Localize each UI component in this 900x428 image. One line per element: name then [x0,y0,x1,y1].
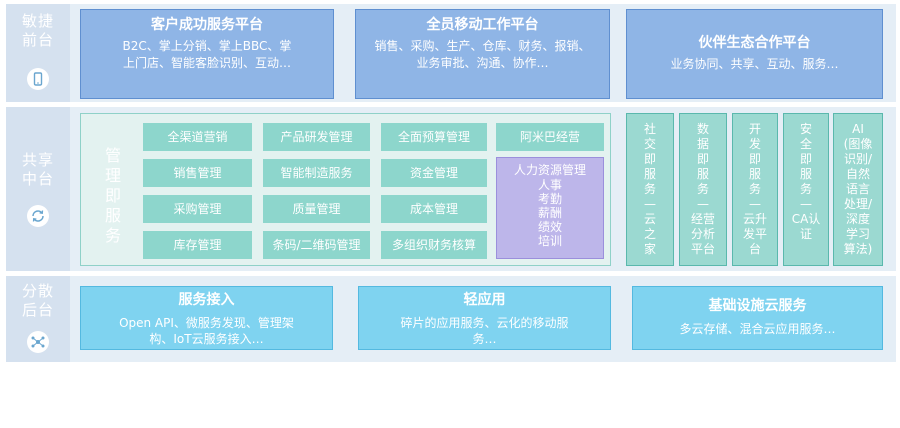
refresh-cycle-icon [27,205,49,227]
infrastructure-cloud-card: 基础设施云服务 多云存储、混合云应用服务… [632,286,883,350]
ai-column: AI (图像 识别/ 自然 语言 处理/ 深度 学习 算法) [833,113,883,266]
hr-item: 薪酬 [537,206,562,220]
middle-row-label-panel: 共享 中台 [6,107,70,271]
card-desc: Open API、微服务发现、管理架 构、IoT云服务接入… [119,316,294,346]
front-row-label: 敏捷 前台 [21,12,54,49]
social-as-service-column: 社 交 即 服 务 — 云 之 家 [626,113,674,266]
grid-cell-budget: 全面预算管理 [381,123,487,151]
grid-cell-purchasing: 采购管理 [143,195,252,223]
mobile-work-platform-card: 全员移动工作平台 销售、采购、生产、仓库、财务、报销、 业务审批、沟通、协作… [355,9,610,99]
front-row-label-panel: 敏捷 前台 [6,4,70,102]
grid-cell-cost: 成本管理 [381,195,487,223]
grid-cell-barcode: 条码/二维码管理 [263,231,370,259]
customer-success-platform-card: 客户成功服务平台 B2C、掌上分销、掌上BBC、掌 上门店、智能客脸识别、互动… [80,9,334,99]
grid-cell-quality: 质量管理 [263,195,370,223]
grid-cell-omnichannel-marketing: 全渠道营销 [143,123,252,151]
card-desc: 碎片的应用服务、云化的移动服 务… [400,316,569,346]
light-app-card: 轻应用 碎片的应用服务、云化的移动服 务… [358,286,611,350]
management-as-service-title: 管 理 即 服 务 [104,146,121,245]
card-title: 全员移动工作平台 [426,17,539,33]
card-title: 客户成功服务平台 [151,17,263,33]
card-desc: 多云存储、混合云应用服务… [679,322,836,336]
grid-cell-smart-manufacturing: 智能制造服务 [263,159,370,187]
grid-cell-inventory: 库存管理 [143,231,252,259]
hr-item: 培训 [537,234,562,248]
back-row-label: 分散 后台 [21,282,54,319]
card-title: 伙伴生态合作平台 [698,35,811,51]
dev-as-service-column: 开 发 即 服 务 — 云升 发平 台 [732,113,778,266]
card-desc: 业务协同、共享、互动、服务… [670,57,839,71]
cloud-network-icon [27,331,49,353]
card-title: 基础设施云服务 [708,298,807,314]
hr-management-box: 人力资源管理 人事 考勤 薪酬 绩效 培训 [496,157,604,259]
security-as-service-column: 安 全 即 服 务 — CA认 证 [783,113,829,266]
service-access-card: 服务接入 Open API、微服务发现、管理架 构、IoT云服务接入… [80,286,333,350]
data-as-service-column: 数 据 即 服 务 — 经营 分析 平台 [679,113,727,266]
card-desc: 销售、采购、生产、仓库、财务、报销、 业务审批、沟通、协作… [374,39,591,70]
hr-item: 人事 [537,178,562,192]
card-desc: B2C、掌上分销、掌上BBC、掌 上门店、智能客脸识别、互动… [122,39,292,70]
card-title: 轻应用 [463,292,506,308]
mobile-phone-icon [27,68,49,90]
card-title: 服务接入 [178,292,235,308]
hr-title: 人力资源管理 [513,163,586,177]
hr-item: 考勤 [537,192,562,206]
grid-cell-funds: 资金管理 [381,159,487,187]
partner-ecosystem-platform-card: 伙伴生态合作平台 业务协同、共享、互动、服务… [626,9,883,99]
hr-item: 绩效 [537,220,562,234]
grid-cell-product-rd: 产品研发管理 [263,123,370,151]
back-row-label-panel: 分散 后台 [6,276,70,362]
grid-cell-amoeba: 阿米巴经营 [496,123,604,151]
middle-row-label: 共享 中台 [21,151,54,188]
grid-cell-multi-org-accounting: 多组织财务核算 [381,231,487,259]
grid-cell-sales: 销售管理 [143,159,252,187]
